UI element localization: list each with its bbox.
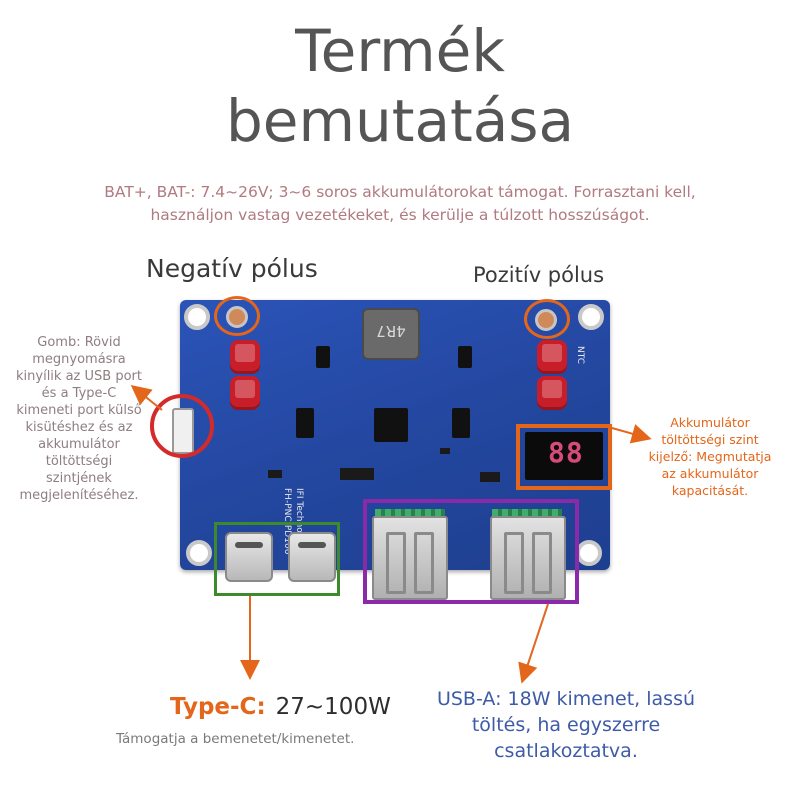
display-arrow: [611, 424, 652, 444]
smd-component: [340, 468, 374, 480]
usb-a-port-icon: [490, 516, 566, 600]
capacitor: [230, 376, 260, 410]
type-c-highlight: [214, 522, 340, 596]
positive-pole-highlight: [524, 299, 570, 339]
usb-a-port-icon: [372, 516, 448, 600]
smd-component: [440, 448, 450, 454]
usb-a-highlight: [363, 499, 579, 604]
button-highlight: [150, 394, 214, 458]
display-highlight: [516, 424, 612, 490]
button-arrow: [130, 385, 163, 411]
button-note: Gomb: Rövid megnyomásra kinyílik az USB …: [16, 335, 142, 503]
mounting-hole-top-right: [578, 304, 604, 330]
capacitor: [537, 340, 567, 374]
battery-display-icon: [525, 432, 603, 480]
mosfet-chip: [458, 346, 472, 368]
smd-component: [268, 470, 282, 478]
capacitor: [537, 376, 567, 410]
type-c-label: Type-C:: [170, 694, 266, 720]
mounting-hole-bottom-left: [186, 540, 212, 566]
battery-display-note: Akkumulátor töltöttségi szint kijelző: M…: [648, 415, 772, 498]
usb-a-note-line3: csatlakoztatva.: [494, 740, 638, 762]
inductor: [362, 308, 420, 360]
subtitle-line1: BAT+, BAT-: 7.4~26V; 3~6 soros akkumulát…: [104, 183, 696, 201]
controller-chip: [374, 408, 408, 442]
negative-pole-highlight: [214, 296, 260, 336]
mosfet-chip: [452, 408, 470, 438]
battery-display-digits: 88: [548, 436, 584, 469]
type-c-heading: Type-C: 27~100W: [170, 694, 391, 720]
usb-c-port-icon: [225, 532, 273, 582]
usb-a-note-line2: töltés, ha egyszerre: [471, 714, 661, 736]
positive-pole-label: Pozitív pólus: [473, 263, 605, 287]
mosfet-chip: [296, 408, 314, 438]
page-title-line2: bemutatása: [225, 87, 575, 155]
usb-a-note-line1: USB-A: 18W kimenet, lassú: [436, 688, 696, 710]
type-c-value: 27~100W: [275, 694, 391, 720]
smd-component: [480, 472, 500, 482]
type-c-note: Támogatja a bemenetet/kimenetet.: [116, 731, 355, 747]
mounting-hole-top-left: [184, 304, 210, 330]
usb-c-port-icon: [288, 532, 336, 582]
page-title-line1: Termék: [295, 17, 505, 85]
subtitle-line2: használjon vastag vezetékeket, és kerülj…: [150, 206, 650, 224]
capacitor: [230, 340, 260, 374]
negative-pole-label: Negatív pólus: [146, 254, 318, 283]
usb-a-arrow: [518, 603, 549, 684]
mosfet-chip: [316, 346, 330, 368]
